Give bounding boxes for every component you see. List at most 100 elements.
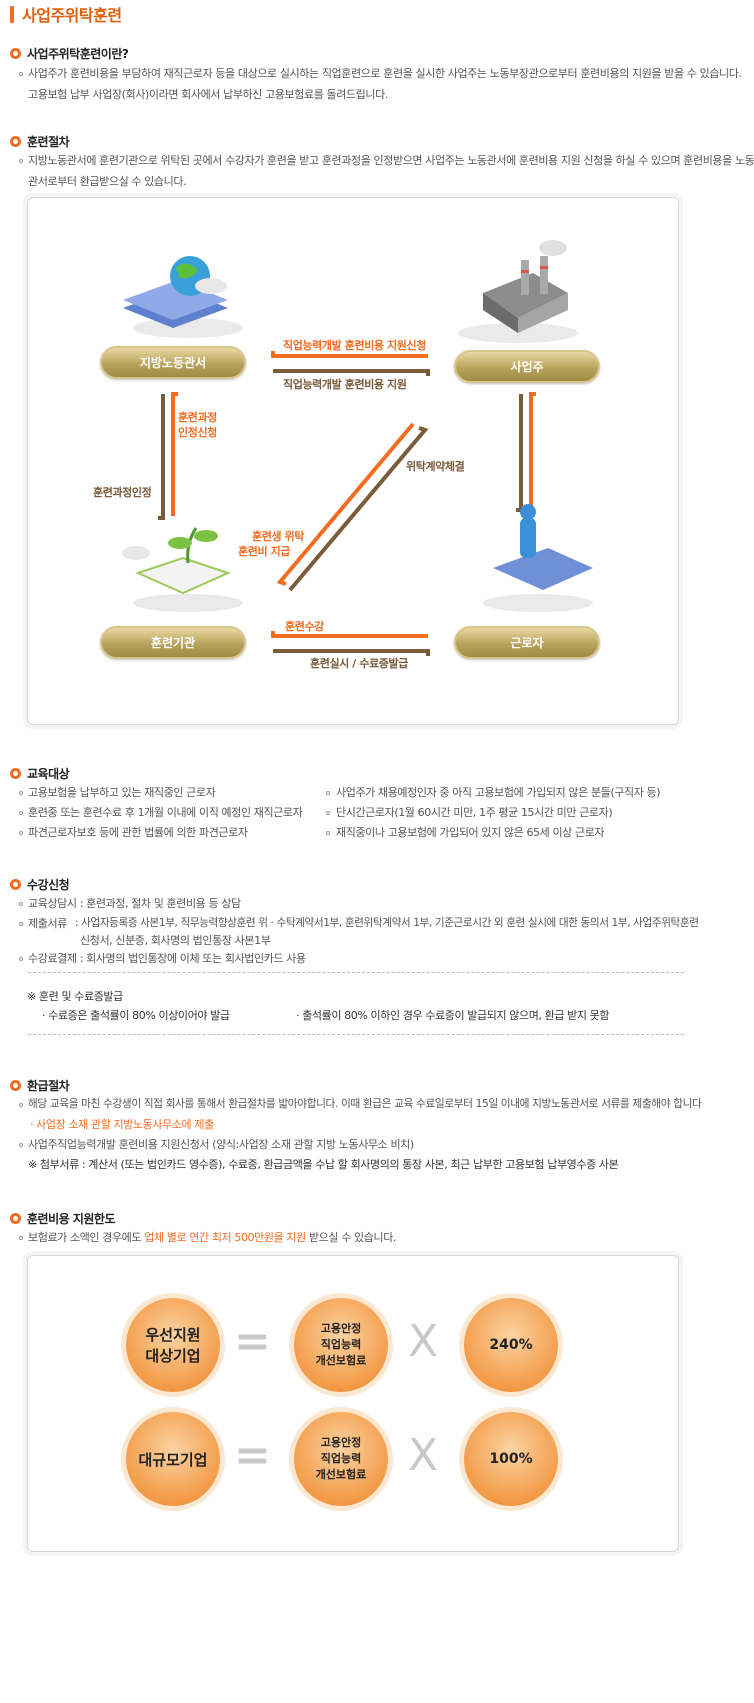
arrow-apply — [271, 351, 428, 358]
note-left: · 수료증은 출석률이 80% 이상이어야 발급 — [42, 1009, 230, 1022]
row2-times: X — [408, 1430, 439, 1481]
body-text: 사업주가 훈련비용을 부담하여 재직근로자 등을 대상으로 실시하는 직업훈련으… — [28, 67, 742, 80]
arrow-certify — [273, 649, 430, 656]
dot-icon — [326, 811, 330, 815]
arrow-contract — [288, 426, 429, 592]
label-support: 직업능력개발 훈련비용 지원 — [283, 378, 407, 391]
docs-text: 신청서, 신분증, 회사명의 법인통장 사본1부 — [80, 934, 271, 947]
label-trainee-1: 훈련생 위탁 — [252, 530, 305, 543]
bullet-icon — [10, 136, 21, 147]
refund-highlight: · 사업장 소재 관할 지방노동사무소에 제출 — [30, 1118, 214, 1131]
refund-text: 해당 교육을 마친 수강생이 직접 회사를 통해서 환급절차를 밟아야합니다. … — [28, 1097, 702, 1110]
section-title: 훈련비용 지원한도 — [27, 1212, 116, 1226]
limit-formula-box: 우선지원 대상기업 = 고용안정 직업능력 개선보험료 X 240% 대규모기업… — [27, 1255, 679, 1552]
body-text: 고용보험 납부 사업장(회사)이라면 회사에서 납부하신 고용보험료를 돌려드립… — [28, 88, 388, 101]
node-office: 지방노동관서 — [100, 346, 246, 379]
limit-text-post: 받으실 수 있습니다. — [305, 1231, 397, 1244]
docs-label: 제출서류 — [28, 917, 67, 930]
target-item: 고용보험을 납부하고 있는 재직중인 근로자 — [28, 786, 216, 799]
section-heading-what: 사업주위탁훈련이란? — [10, 45, 129, 62]
target-item: 훈련중 또는 훈련수료 후 1개월 이내에 이직 예정인 재직근로자 — [28, 806, 303, 819]
node-employer: 사업주 — [454, 350, 600, 383]
institute-illustration-icon — [122, 527, 243, 612]
row1-rate: 240% — [464, 1298, 558, 1392]
limit-text-highlight: 업체 별로 연간 최저 500만원을 지원 — [144, 1231, 306, 1244]
payment-text: 수강료결제 : 회사명의 법인통장에 이체 또는 회사법인카드 사용 — [28, 952, 306, 965]
note-title: ※ 훈련 및 수료증발급 — [27, 990, 123, 1003]
section-heading-limit: 훈련비용 지원한도 — [10, 1210, 116, 1227]
target-item: 재직중이나 고용보험에 가입되어 있지 않은 65세 이상 근로자 — [336, 826, 605, 839]
arrow-attend — [271, 631, 428, 638]
page-title-text: 사업주위탁훈련 — [22, 6, 122, 25]
dot-icon — [19, 791, 23, 795]
arrow-support — [273, 369, 430, 376]
divider — [28, 1034, 684, 1035]
target-item: 단시간근로자(1월 60시간 미만, 1주 평균 15시간 미만 근로자) — [336, 806, 613, 819]
dot-icon — [326, 791, 330, 795]
arrow-worker — [516, 394, 523, 512]
bullet-icon — [10, 1080, 21, 1091]
dot-icon — [19, 831, 23, 835]
arrow-course-apply — [171, 392, 178, 516]
row2-equals: = — [234, 1430, 271, 1481]
arrow-employer — [529, 392, 536, 508]
refund-text: 사업주직업능력개발 훈련비용 지원신청서 (양식:사업장 소재 관할 지방 노동… — [28, 1138, 414, 1151]
section-heading-apply: 수강신청 — [10, 876, 70, 893]
dot-icon — [19, 1103, 23, 1107]
dot-icon — [19, 1143, 23, 1147]
target-item: 파견근로자보호 등에 관한 법률에 의한 파견근로자 — [28, 826, 248, 839]
office-illustration-icon — [123, 256, 243, 338]
section-title: 사업주위탁훈련이란? — [27, 47, 129, 61]
node-worker: 근로자 — [454, 626, 600, 659]
section-title: 환급절차 — [27, 1079, 70, 1093]
limit-text-pre: 보험료가 소액인 경우에도 — [28, 1231, 145, 1244]
row1-mid: 고용안정 직업능력 개선보험료 — [294, 1298, 388, 1392]
target-item: 사업주가 채용예정인자 중 아직 고용보험에 가입되지 않은 분들(구직자 등) — [336, 786, 661, 799]
procedure-diagram: 지방노동관서 사업주 훈련기관 근로자 직업능력개발 훈련비용 지원신청 직업능… — [27, 197, 679, 725]
consult-text: 교육상담시 : 훈련과정, 절차 및 훈련비용 등 상담 — [28, 897, 241, 910]
label-trainee-2: 훈련비 지급 — [238, 545, 291, 558]
dot-icon — [19, 159, 23, 163]
row1-equals: = — [234, 1316, 271, 1367]
docs-text: : 사업자등록증 사본1부, 직무능력향상훈련 위 · 수탁계약서1부, 훈련위… — [75, 917, 699, 929]
arrow-approve — [158, 394, 165, 520]
label-course-apply-1: 훈련과정 — [178, 411, 217, 424]
bullet-icon — [10, 768, 21, 779]
section-title: 교육대상 — [27, 767, 70, 781]
row1-label: 우선지원 대상기업 — [126, 1298, 220, 1392]
body-text: 지방노동관서에 훈련기관으로 위탁된 곳에서 수강자가 훈련을 받고 훈련과정을… — [28, 154, 754, 167]
note-right: · 출석률이 80% 이하인 경우 수료증이 발급되지 않으며, 환급 받지 못… — [296, 1009, 610, 1022]
section-title: 훈련절차 — [27, 135, 70, 149]
label-attend: 훈련수강 — [285, 620, 324, 633]
bullet-icon — [10, 879, 21, 890]
dot-icon — [19, 1236, 23, 1240]
arrow-trainee — [276, 422, 415, 586]
section-heading-refund: 환급절차 — [10, 1077, 70, 1094]
worker-illustration-icon — [483, 504, 593, 612]
dot-icon — [326, 831, 330, 835]
label-course-apply-2: 인정신청 — [178, 426, 217, 439]
diagram-arrows — [122, 240, 593, 656]
dot-icon — [19, 922, 23, 926]
dot-icon — [19, 957, 23, 961]
refund-attachment: ※ 첨부서류 : 계산서 (또는 법인카드 영수증), 수료증, 환급금액을 수… — [28, 1158, 619, 1171]
bullet-icon — [10, 1213, 21, 1224]
dot-icon — [19, 902, 23, 906]
employer-illustration-icon — [458, 240, 578, 343]
section-title: 수강신청 — [27, 878, 70, 892]
section-heading-procedure: 훈련절차 — [10, 133, 70, 150]
bullet-icon — [10, 48, 21, 59]
row2-label: 대규모기업 — [126, 1412, 220, 1506]
row2-rate: 100% — [464, 1412, 558, 1506]
label-apply-support: 직업능력개발 훈련비용 지원신청 — [283, 339, 426, 352]
page-title: 사업주위탁훈련 — [10, 2, 122, 26]
dot-icon — [19, 811, 23, 815]
row2-mid: 고용안정 직업능력 개선보험료 — [294, 1412, 388, 1506]
label-certify: 훈련실시 / 수료증발급 — [310, 657, 408, 670]
body-text: 관서로부터 환급받으실 수 있습니다. — [28, 175, 187, 188]
label-contract: 위탁계약체결 — [406, 460, 465, 473]
label-course-approve: 훈련과정인정 — [93, 486, 152, 499]
section-heading-target: 교육대상 — [10, 765, 70, 782]
row1-times: X — [408, 1316, 439, 1367]
